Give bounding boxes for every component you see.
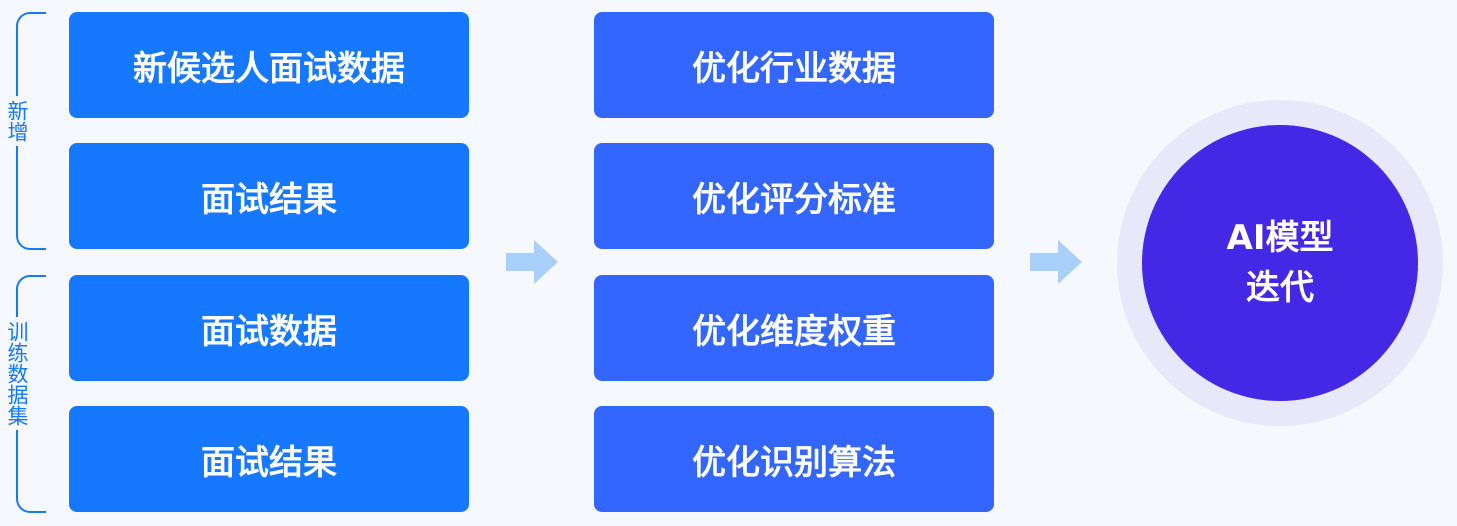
input-box-interview-result-new: 面试结果 bbox=[69, 143, 469, 249]
optimize-recognition-algorithm-box: 优化识别算法 bbox=[594, 406, 994, 512]
optimize-dimension-weight-box: 优化维度权重 bbox=[594, 275, 994, 381]
input-box-new-candidate-interview-data: 新候选人面试数据 bbox=[69, 12, 469, 118]
optimize-scoring-standard-box: 优化评分标准 bbox=[594, 143, 994, 249]
right-arrow-icon bbox=[1030, 240, 1082, 284]
input-box-interview-data: 面试数据 bbox=[69, 275, 469, 381]
optimize-industry-data-box: 优化行业数据 bbox=[594, 12, 994, 118]
training-dataset-label: 训练数据集 bbox=[5, 317, 29, 430]
new-data-label: 新增 bbox=[5, 96, 29, 146]
input-box-interview-result-training: 面试结果 bbox=[69, 406, 469, 512]
ai-model-label: AI模型 bbox=[1226, 218, 1334, 258]
iteration-label: 迭代 bbox=[1246, 268, 1314, 308]
right-arrow-icon bbox=[506, 240, 558, 284]
ai-model-iteration-circle: AI模型 迭代 bbox=[1142, 125, 1418, 401]
